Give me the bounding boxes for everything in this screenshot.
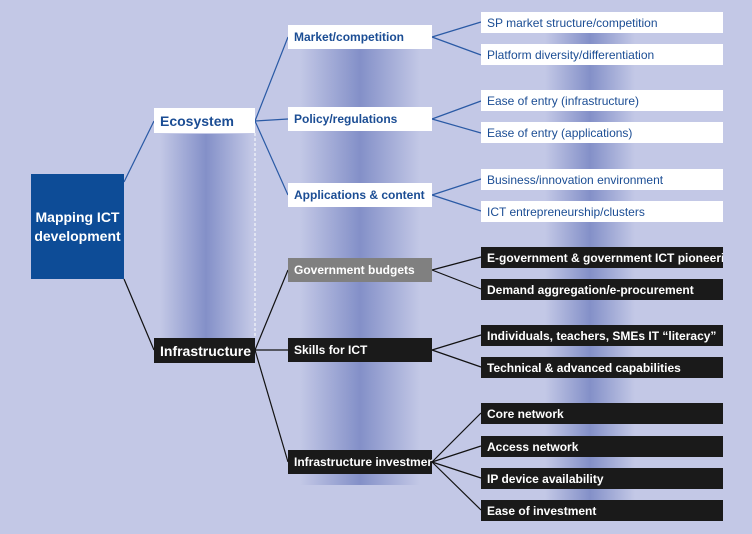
infrastructure-item: Individuals, teachers, SMEs IT “literacy…	[481, 325, 723, 346]
root-connectors	[123, 120, 155, 183]
ecosystem-node: Ecosystem	[154, 108, 255, 133]
ecosystem-connectors	[254, 21, 482, 212]
infrastructure-connectors	[254, 256, 482, 511]
infrastructure-item: E-government & government ICT pioneering	[481, 247, 723, 268]
infrastructure-item: IP device availability	[481, 468, 723, 489]
ecosystem-group-applications: Applications & content	[288, 183, 432, 207]
infrastructure-node: Infrastructure	[154, 338, 255, 363]
ecosystem-group-market: Market/competition	[288, 25, 432, 49]
ecosystem-group-policy: Policy/regulations	[288, 107, 432, 131]
shade-band-1	[160, 134, 252, 340]
root-node: Mapping ICT development	[31, 174, 124, 279]
infrastructure-item: Ease of investment	[481, 500, 723, 521]
infra-root-connector	[123, 278, 155, 351]
ecosystem-item: Business/innovation environment	[481, 169, 723, 190]
ecosystem-item: SP market structure/competition	[481, 12, 723, 33]
ecosystem-item: Platform diversity/differentiation	[481, 44, 723, 65]
ecosystem-item: Ease of entry (applications)	[481, 122, 723, 143]
ecosystem-item: Ease of entry (infrastructure)	[481, 90, 723, 111]
infrastructure-item: Technical & advanced capabilities	[481, 357, 723, 378]
infrastructure-group-investment: Infrastructure investment	[288, 450, 432, 474]
infrastructure-item: Access network	[481, 436, 723, 457]
infrastructure-item: Demand aggregation/e-procurement	[481, 279, 723, 300]
infrastructure-item: Core network	[481, 403, 723, 424]
infrastructure-group-skills: Skills for ICT	[288, 338, 432, 362]
infrastructure-group-budgets: Government budgets	[288, 258, 432, 282]
ecosystem-item: ICT entrepreneurship/clusters	[481, 201, 723, 222]
